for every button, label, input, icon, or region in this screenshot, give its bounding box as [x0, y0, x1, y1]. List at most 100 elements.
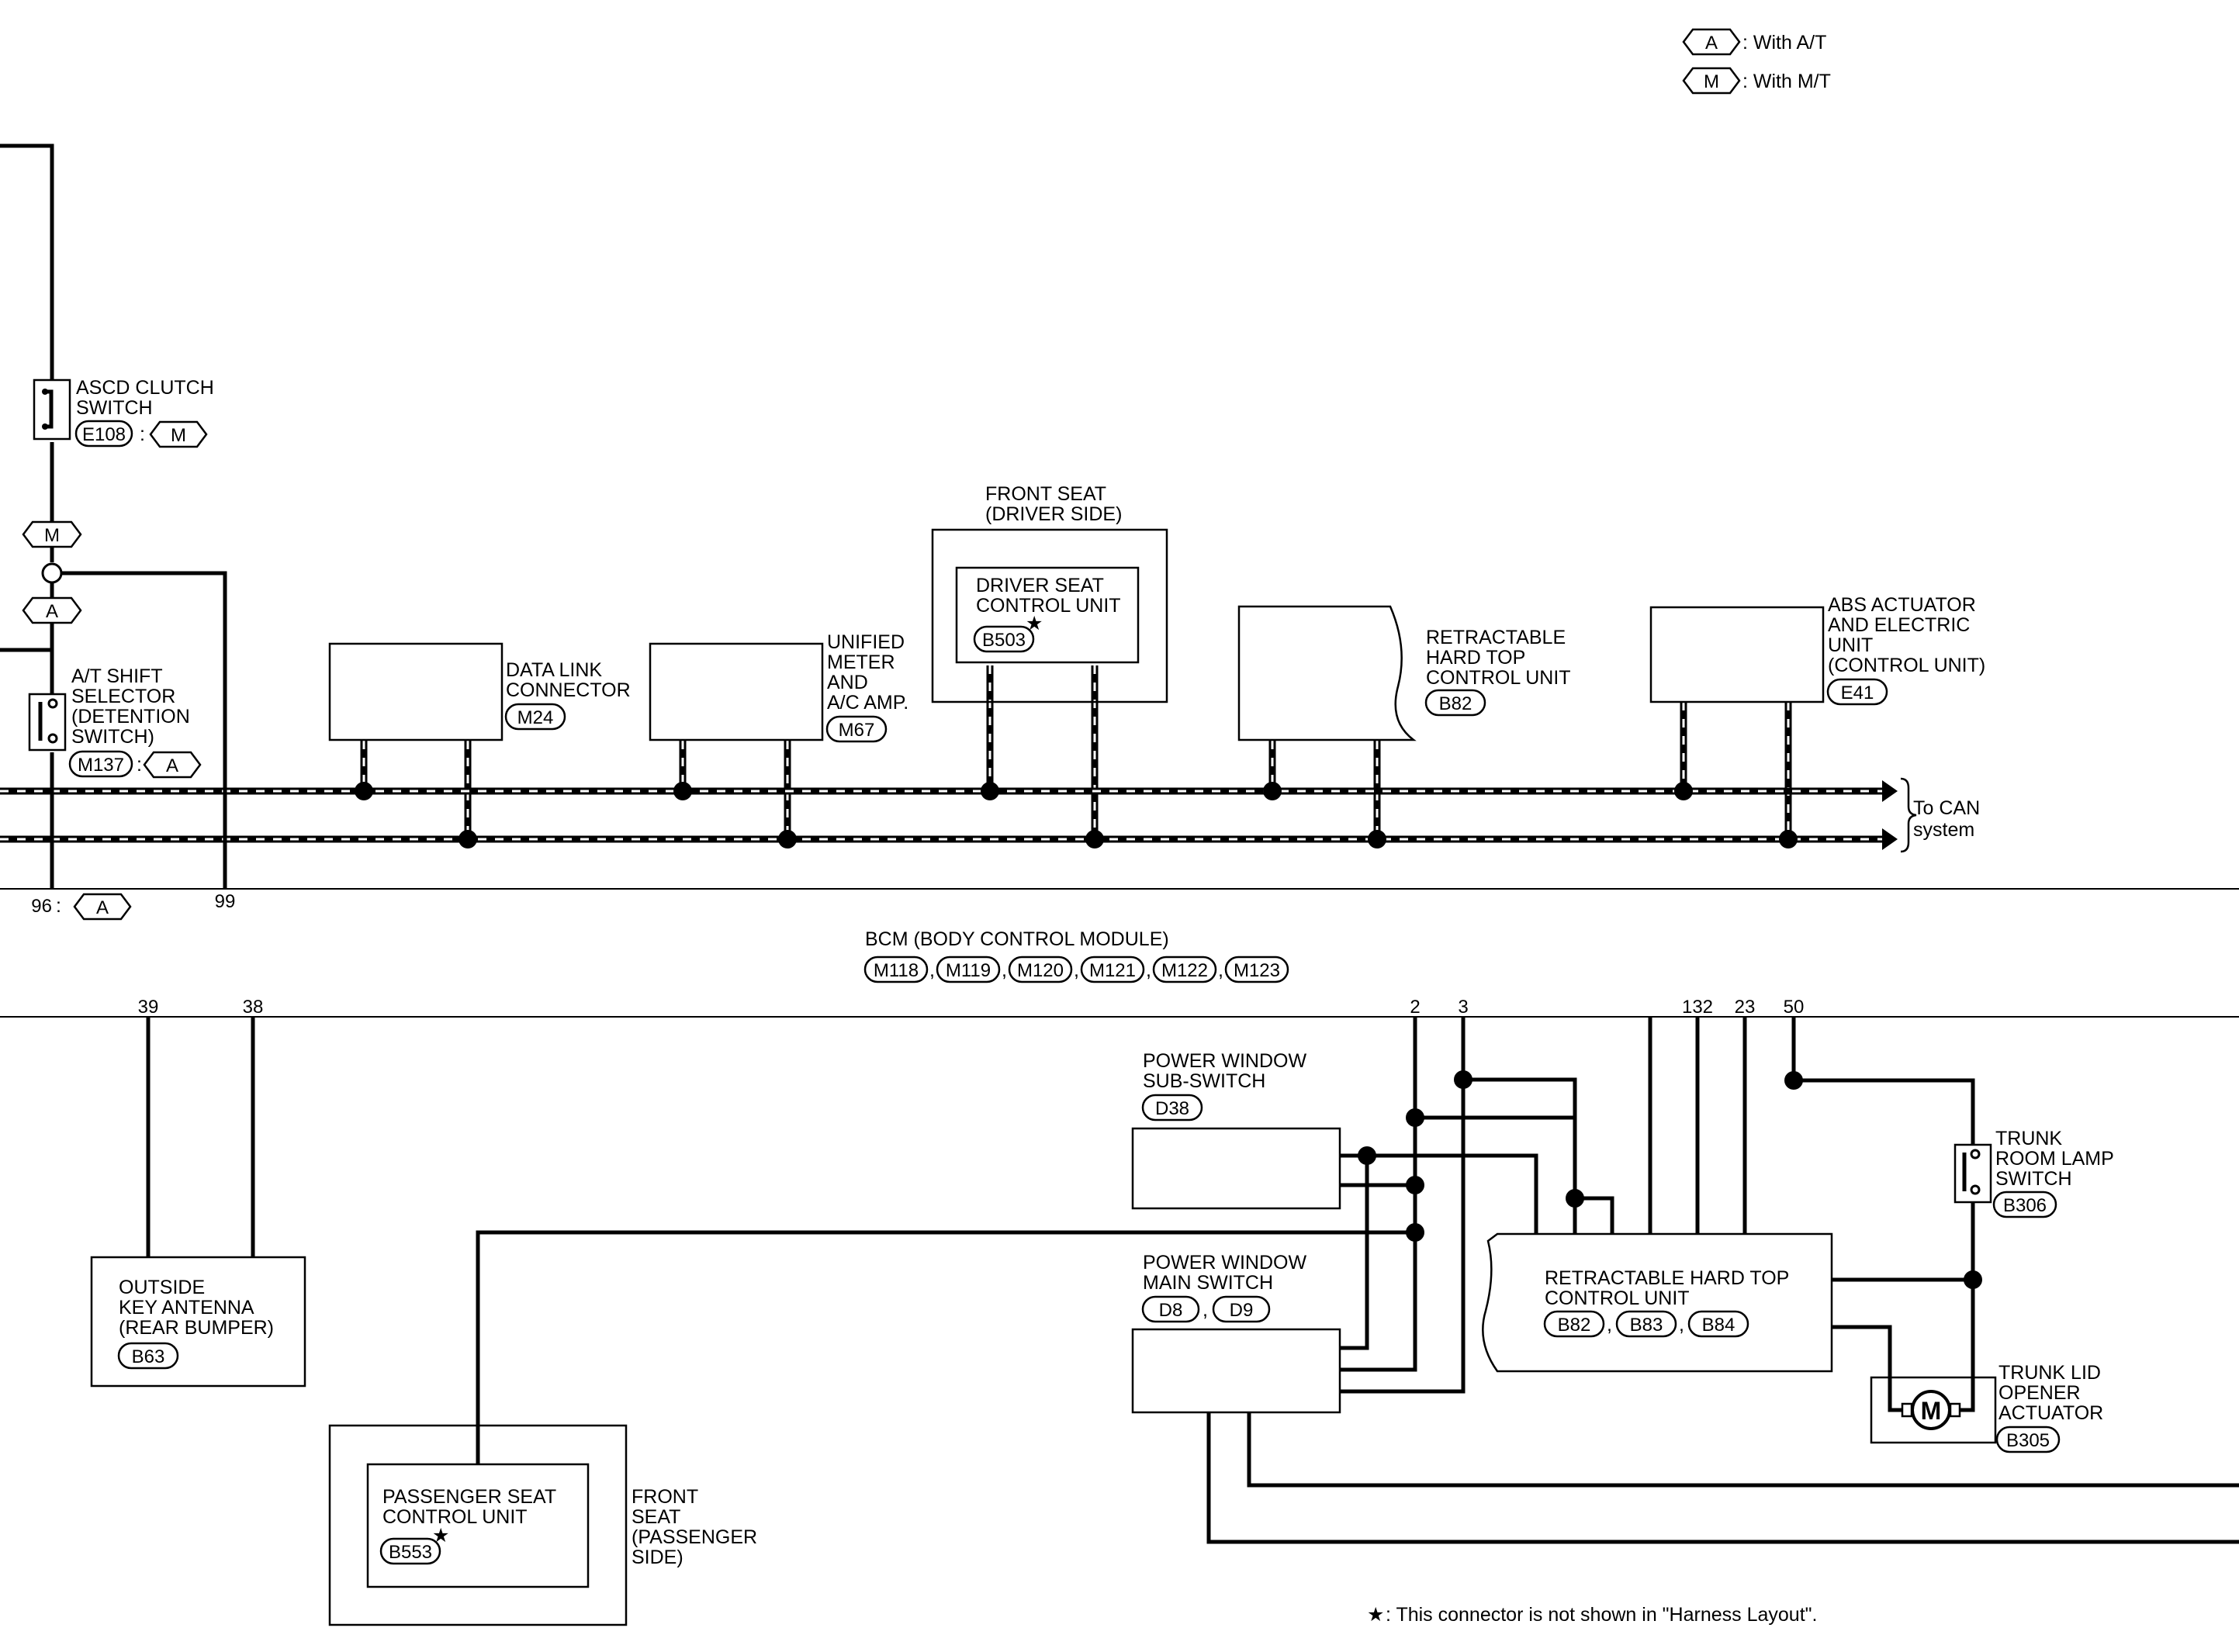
rht-control-unit-top: RETRACTABLE HARD TOP CONTROL UNIT B82: [1237, 605, 1571, 741]
bcm-title: BCM (BODY CONTROL MODULE): [865, 928, 1169, 950]
pin-23: 23: [1735, 997, 1756, 1018]
power-window-sub-switch: POWER WINDOW SUB-SWITCH D38: [1131, 1050, 1341, 1210]
pw-main-sep: ,: [1203, 1299, 1208, 1321]
rht-bottom-label-1: RETRACTABLE HARD TOP: [1545, 1267, 1789, 1289]
bcm-sep-4: ,: [1146, 959, 1151, 981]
pw-sub-label-1: POWER WINDOW: [1143, 1050, 1306, 1072]
front-seat-driver: FRONT SEAT (DRIVER SIDE) DRIVER SEAT CON…: [931, 483, 1168, 703]
junction-ma: M A: [22, 520, 82, 624]
trunk-room-lamp-switch: TRUNK ROOM LAMP SWITCH B306: [1954, 1128, 2114, 1218]
legend-mt-text: : With M/T: [1742, 71, 1831, 92]
can-label-2: system: [1913, 819, 1974, 841]
unified-meter-label-2: METER: [827, 651, 895, 673]
rht-bottom-sep-1: ,: [1607, 1314, 1612, 1336]
pin-39: 39: [138, 997, 159, 1018]
pw-main-label-1: POWER WINDOW: [1143, 1252, 1306, 1274]
at-selector-label-1: A/T SHIFT: [71, 665, 163, 687]
lower-junction-dots: [1358, 1070, 1982, 1289]
ascd-clutch-switch: ASCD CLUTCH SWITCH E108 : M: [33, 377, 214, 448]
pw-main-connector-2: D9: [1230, 1300, 1254, 1321]
trunk-lamp-label-2: ROOM LAMP: [1995, 1148, 2114, 1170]
unified-meter: UNIFIED METER AND A/C AMP. M67: [649, 631, 908, 743]
pw-sub-connector: D38: [1155, 1098, 1189, 1119]
passenger-seat-connector: B553: [389, 1542, 432, 1563]
trunk-lamp-label-3: SWITCH: [1995, 1168, 2072, 1190]
driver-seat-connector: B503: [982, 630, 1026, 651]
pin-99: 99: [215, 891, 236, 912]
pw-main-label-2: MAIN SWITCH: [1143, 1272, 1273, 1294]
trunk-lid-label-2: OPENER: [1998, 1382, 2081, 1404]
data-link-connector-id: M24: [517, 707, 554, 728]
ascd-label-2: SWITCH: [76, 397, 153, 419]
rht-top-label-2: HARD TOP: [1426, 647, 1525, 669]
abs-actuator: ABS ACTUATOR AND ELECTRIC UNIT (CONTROL …: [1649, 594, 1985, 706]
unified-meter-connector: M67: [839, 720, 875, 741]
footnote-star: ★: [1367, 1604, 1384, 1626]
antenna-label-3: (REAR BUMPER): [119, 1317, 274, 1339]
pw-sub-label-2: SUB-SWITCH: [1143, 1070, 1265, 1092]
pin-132: 132: [1682, 997, 1713, 1018]
at-selector-label-2: SELECTOR: [71, 686, 175, 707]
rht-bottom-connector-1: B82: [1558, 1315, 1591, 1336]
legend-mt-code: M: [1704, 71, 1719, 92]
passenger-seat-label-1: PASSENGER SEAT: [382, 1486, 556, 1508]
front-seat-passenger: PASSENGER SEAT CONTROL UNIT ★ B553 FRONT…: [328, 1424, 757, 1626]
ascd-variant: M: [171, 425, 186, 446]
front-seat-driver-label-1: FRONT SEAT: [985, 483, 1106, 505]
legend: A : With A/T M : With M/T: [1682, 28, 1831, 95]
rht-top-label-1: RETRACTABLE: [1426, 627, 1566, 648]
antenna-label-2: KEY ANTENNA: [119, 1297, 254, 1318]
junction-m-label: M: [44, 525, 60, 546]
bcm-sep-1: ,: [929, 959, 935, 981]
driver-seat-label-1: DRIVER SEAT: [976, 575, 1104, 596]
rht-control-unit-bottom: RETRACTABLE HARD TOP CONTROL UNIT B82 , …: [1482, 1232, 1833, 1373]
front-seat-passenger-label-2: SEAT: [632, 1506, 680, 1528]
pin-96-sep: :: [56, 895, 61, 917]
pw-main-connector-1: D8: [1159, 1300, 1183, 1321]
passenger-seat-label-2: CONTROL UNIT: [382, 1506, 528, 1528]
can-system-label: To CAN system: [1900, 777, 1980, 853]
rht-top-label-3: CONTROL UNIT: [1426, 667, 1571, 689]
driver-seat-control-unit: DRIVER SEAT CONTROL UNIT ★ B503: [955, 566, 1140, 664]
driver-seat-star: ★: [1026, 613, 1043, 634]
at-selector-label-3: (DETENTION: [71, 706, 190, 728]
at-selector-variant: A: [166, 755, 178, 776]
bcm-connector-3: M120: [1017, 960, 1064, 981]
bcm-connector-4: M121: [1089, 960, 1136, 981]
data-link-label-2: CONNECTOR: [506, 679, 631, 701]
trunk-lid-connector: B305: [2006, 1430, 2050, 1451]
footnote-text: : This connector is not shown in "Harnes…: [1386, 1604, 1817, 1626]
ascd-label-1: ASCD CLUTCH: [76, 377, 214, 399]
pin-96: 96: [31, 896, 52, 917]
pin-2: 2: [1410, 997, 1420, 1018]
abs-connector: E41: [1841, 683, 1874, 703]
rht-bottom-label-2: CONTROL UNIT: [1545, 1287, 1690, 1309]
rht-top-connector: B82: [1439, 693, 1472, 714]
passenger-seat-control-unit: PASSENGER SEAT CONTROL UNIT ★ B553: [366, 1463, 590, 1588]
at-selector-connector: M137: [78, 755, 124, 776]
can-junction-dots: [355, 782, 1798, 848]
outside-key-antenna: OUTSIDE KEY ANTENNA (REAR BUMPER) B63: [90, 1256, 306, 1388]
pin-38: 38: [243, 997, 264, 1018]
antenna-label-1: OUTSIDE: [119, 1277, 205, 1298]
bcm-sep-2: ,: [1002, 959, 1007, 981]
driver-seat-label-2: CONTROL UNIT: [976, 595, 1121, 617]
trunk-lamp-label-1: TRUNK: [1995, 1128, 2062, 1149]
motor-icon: M: [1921, 1397, 1942, 1425]
rht-bottom-sep-2: ,: [1679, 1314, 1684, 1336]
at-selector-sep: :: [137, 754, 142, 776]
bcm-connector-2: M119: [946, 960, 991, 981]
rht-bottom-connector-3: B84: [1702, 1315, 1735, 1336]
can-label-1: To CAN: [1913, 797, 1980, 819]
at-shift-selector: A/T SHIFT SELECTOR (DETENTION SWITCH) M1…: [28, 665, 202, 779]
pin-3: 3: [1458, 997, 1468, 1018]
ascd-sep: :: [140, 423, 145, 445]
abs-label-4: (CONTROL UNIT): [1828, 655, 1985, 676]
bcm-connector-6: M123: [1234, 960, 1280, 981]
data-link-label-1: DATA LINK: [506, 659, 602, 681]
at-selector-label-4: SWITCH): [71, 726, 154, 748]
junction-a-label: A: [46, 601, 58, 622]
pin-96-variant: A: [96, 897, 109, 918]
trunk-lid-opener-actuator: M TRUNK LID OPENER ACTUATOR B305: [1870, 1362, 2103, 1453]
